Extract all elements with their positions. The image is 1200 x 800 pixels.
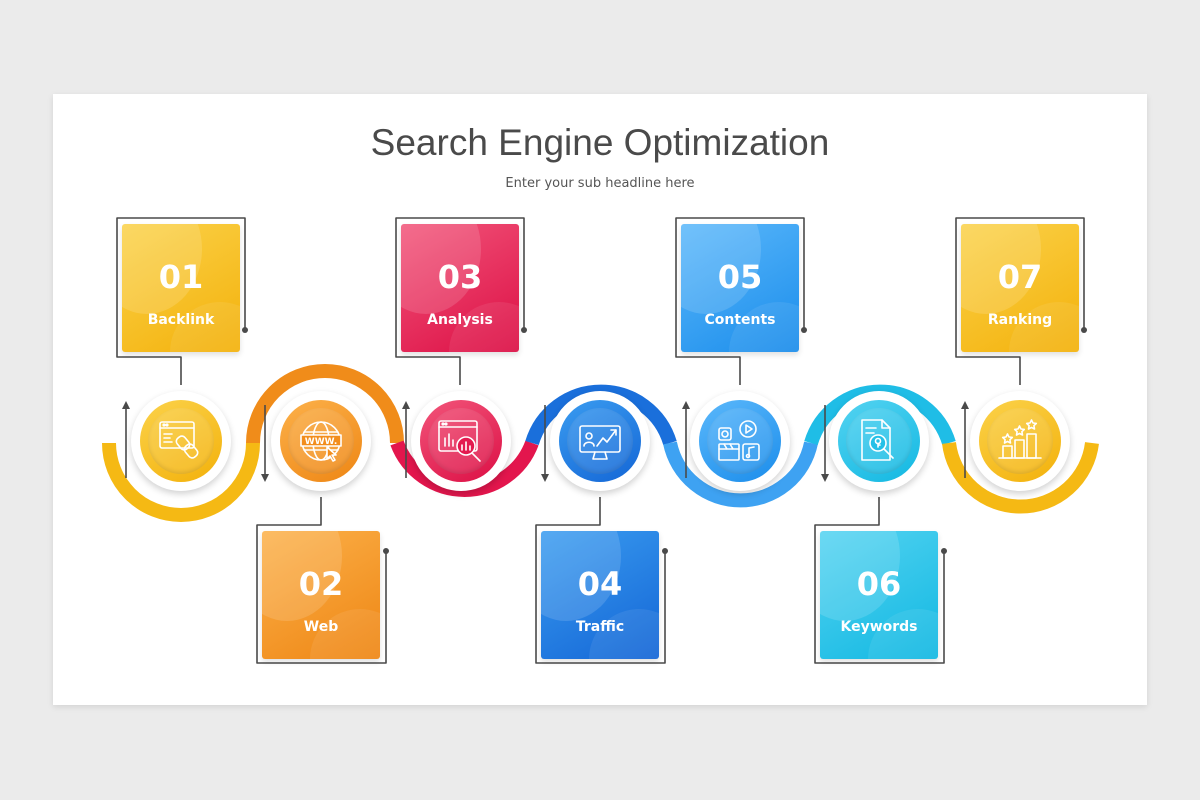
wave-segment-02 [246,364,404,444]
step-node-01 [131,391,231,491]
media-content-icon [718,420,760,461]
wave-segment-05 [663,441,818,508]
wave-segment-01 [102,442,260,522]
globe-www-icon: WWW. [300,421,342,462]
page-title: Search Engine Optimization [370,122,830,163]
step-label: Contents [704,312,776,328]
step-card-06: 06 Keywords [820,531,938,659]
step-card-04: 04 Traffic [541,531,659,659]
step-card-05: 05 Contents [681,224,799,352]
step-label: Analysis [427,312,493,328]
step-node-07 [970,391,1070,491]
step-node-05 [690,391,790,491]
step-number: 07 [997,258,1043,296]
svg-text:WWW.: WWW. [305,437,337,447]
document-search-icon [861,419,894,461]
step-number: 03 [437,258,483,296]
step-node-06 [829,391,929,491]
step-label: Keywords [840,619,918,635]
ranking-stars-icon [998,419,1042,459]
step-card-07: 07 Ranking [961,224,1079,352]
wave-segment-07 [942,442,1099,514]
step-node-02: WWW. [271,391,371,491]
step-number: 01 [158,258,204,296]
step-node-04 [550,391,650,491]
step-number: 05 [717,258,763,296]
monitor-trend-icon [579,425,621,460]
step-label: Ranking [987,312,1053,328]
step-node-03 [411,391,511,491]
step-number: 02 [298,565,344,603]
step-number: 04 [577,565,623,603]
step-number: 06 [856,565,902,603]
link-icon [159,421,199,459]
step-card-03: 03 Analysis [401,224,519,352]
step-label: Web [303,619,339,635]
chart-magnifier-icon [438,420,481,462]
step-label: Backlink [147,312,215,328]
step-card-01: 01 Backlink [122,224,240,352]
page-subtitle: Enter your sub headline here [505,176,695,191]
step-card-02: 02 Web [262,531,380,659]
step-label: Traffic [575,619,625,635]
